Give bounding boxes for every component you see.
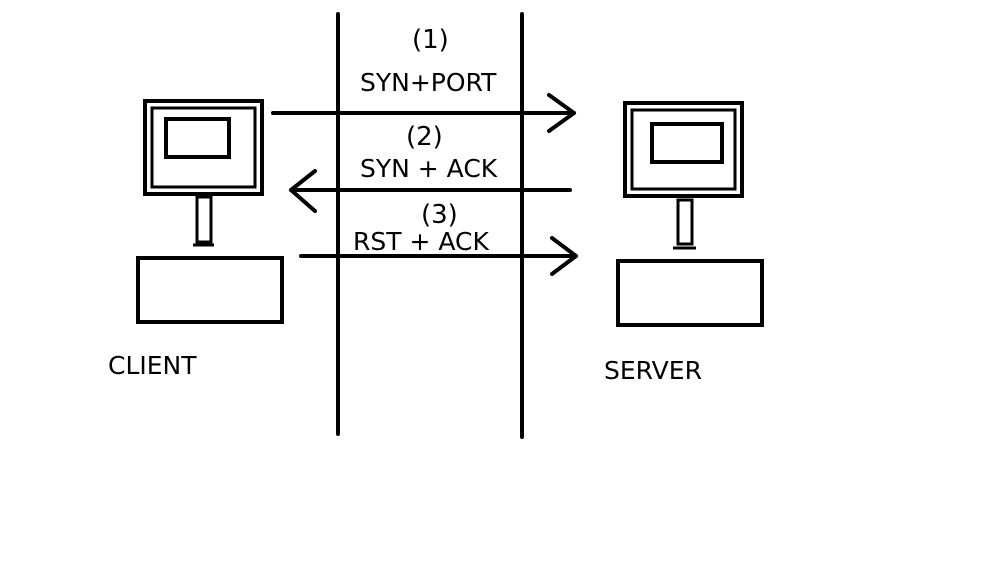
- server-monitor-bezel: [630, 108, 737, 191]
- client-monitor-stand: [195, 195, 213, 244]
- client-monitor-bezel: [150, 106, 257, 189]
- server-monitor-screen: [650, 122, 724, 164]
- client-label: CLIENT: [108, 351, 197, 380]
- message-label-3: RST + ACK: [353, 227, 489, 256]
- client-base-unit: [136, 256, 284, 324]
- arrowhead-left-2: [289, 169, 317, 213]
- step-number-3: (3): [421, 200, 458, 230]
- step-number-1: (1): [412, 25, 449, 55]
- client-monitor-screen: [164, 117, 231, 159]
- client-monitor-frame: [143, 99, 264, 196]
- client-computer-icon: [136, 99, 284, 324]
- arrowhead-right-1: [547, 93, 576, 133]
- step-number-2: (2): [406, 122, 443, 152]
- message-label-2: SYN + ACK: [360, 154, 498, 183]
- server-computer-icon: [616, 101, 764, 327]
- server-label: SERVER: [604, 356, 702, 385]
- message-arrow-1: [271, 93, 576, 133]
- message-arrow-2: [289, 169, 572, 213]
- message-arrow-3: [299, 236, 578, 276]
- server-monitor-stand: [676, 198, 694, 246]
- message-label-1: SYN+PORT: [360, 68, 497, 97]
- server-monitor-frame: [623, 101, 744, 198]
- arrowhead-right-3: [550, 236, 578, 276]
- server-base-unit: [616, 259, 764, 327]
